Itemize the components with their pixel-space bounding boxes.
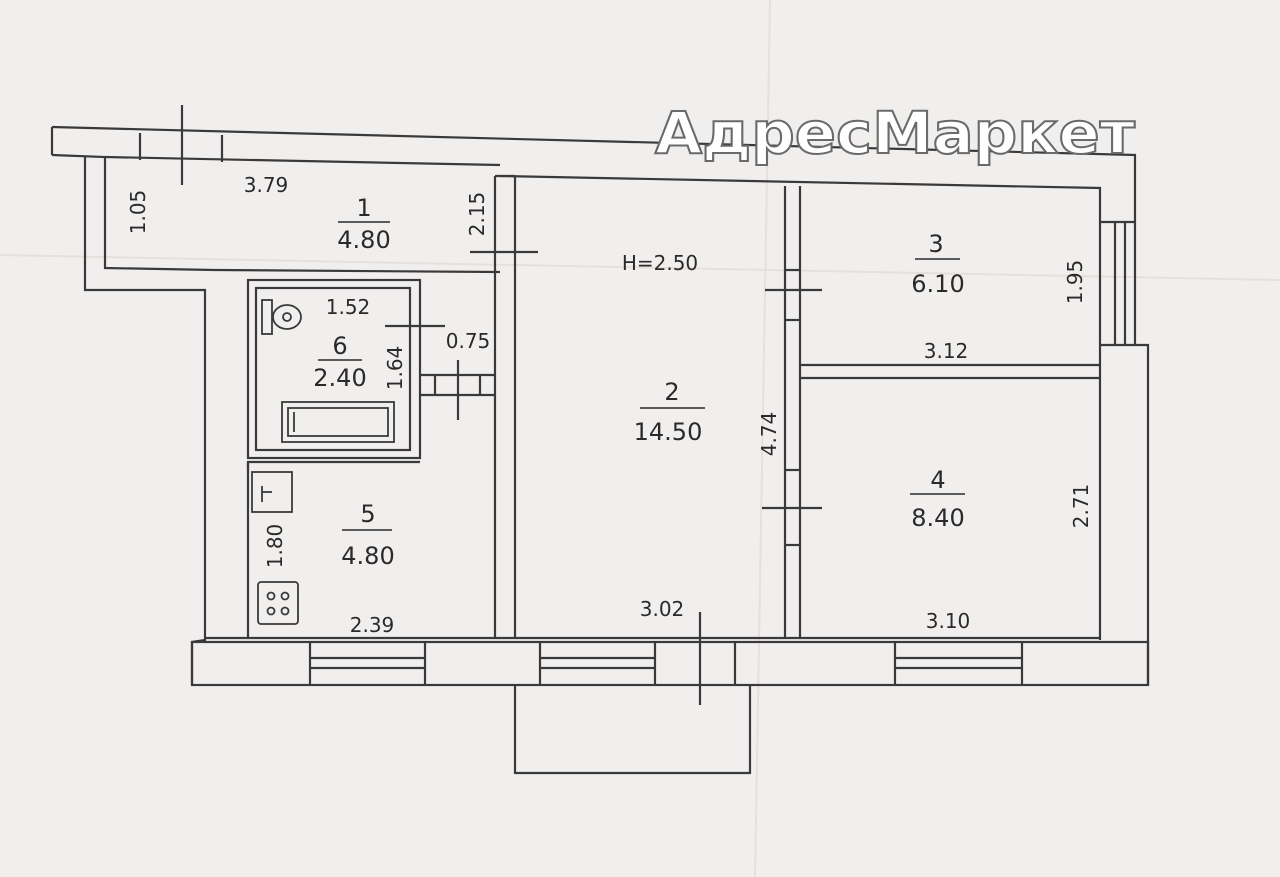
ceiling-height: H=2.50 [622, 251, 698, 275]
balcony [513, 685, 752, 775]
dim-living-width: 3.02 [640, 597, 685, 621]
room-6-area: 2.40 [313, 364, 366, 392]
room-5-area: 4.80 [341, 542, 394, 570]
room-4-area: 8.40 [911, 504, 964, 532]
bathroom-walls [246, 278, 422, 460]
left-outer-wall [83, 157, 207, 685]
room-2-area: 14.50 [634, 418, 703, 446]
dim-hall-depth: 2.15 [465, 192, 489, 237]
dim-room4-depth: 2.71 [1069, 484, 1093, 529]
bathtub-icon [281, 401, 395, 443]
room-1-area: 4.80 [337, 226, 390, 254]
watermark: АдресМаркет [655, 99, 1135, 167]
room-6-number: 6 [332, 332, 347, 360]
dim-bath-door: 0.75 [446, 329, 491, 353]
top-inner-wall [51, 153, 501, 274]
top-outer-wall [51, 125, 1137, 345]
room-1-number: 1 [356, 194, 371, 222]
room-5-number: 5 [360, 500, 375, 528]
dim-living-depth: 4.74 [757, 412, 781, 457]
bottom-wall [190, 640, 1150, 687]
toilet-icon [261, 299, 302, 335]
dim-bath-length: 1.52 [326, 295, 371, 319]
dim-room3-depth: 1.95 [1063, 260, 1087, 305]
dim-hall-length: 3.79 [244, 173, 289, 197]
dim-kitchen-width: 1.80 [263, 524, 287, 569]
walls [50, 105, 1150, 775]
dim-hall-width: 1.05 [126, 190, 150, 235]
rooms-top-wall [499, 174, 1102, 640]
sink-icon [251, 471, 293, 513]
room-3-number: 3 [928, 230, 943, 258]
room-4-number: 4 [930, 466, 945, 494]
bottom-windows [308, 642, 1024, 685]
fixtures [251, 299, 395, 625]
dim-bath-width: 1.64 [383, 346, 407, 391]
dim-room3-width: 3.12 [924, 339, 969, 363]
dim-kitchen-length: 2.39 [350, 613, 395, 637]
room-2-number: 2 [664, 378, 679, 406]
room-3-area: 6.10 [911, 270, 964, 298]
dim-room4-width: 3.10 [926, 609, 971, 633]
stove-icon [257, 581, 299, 625]
